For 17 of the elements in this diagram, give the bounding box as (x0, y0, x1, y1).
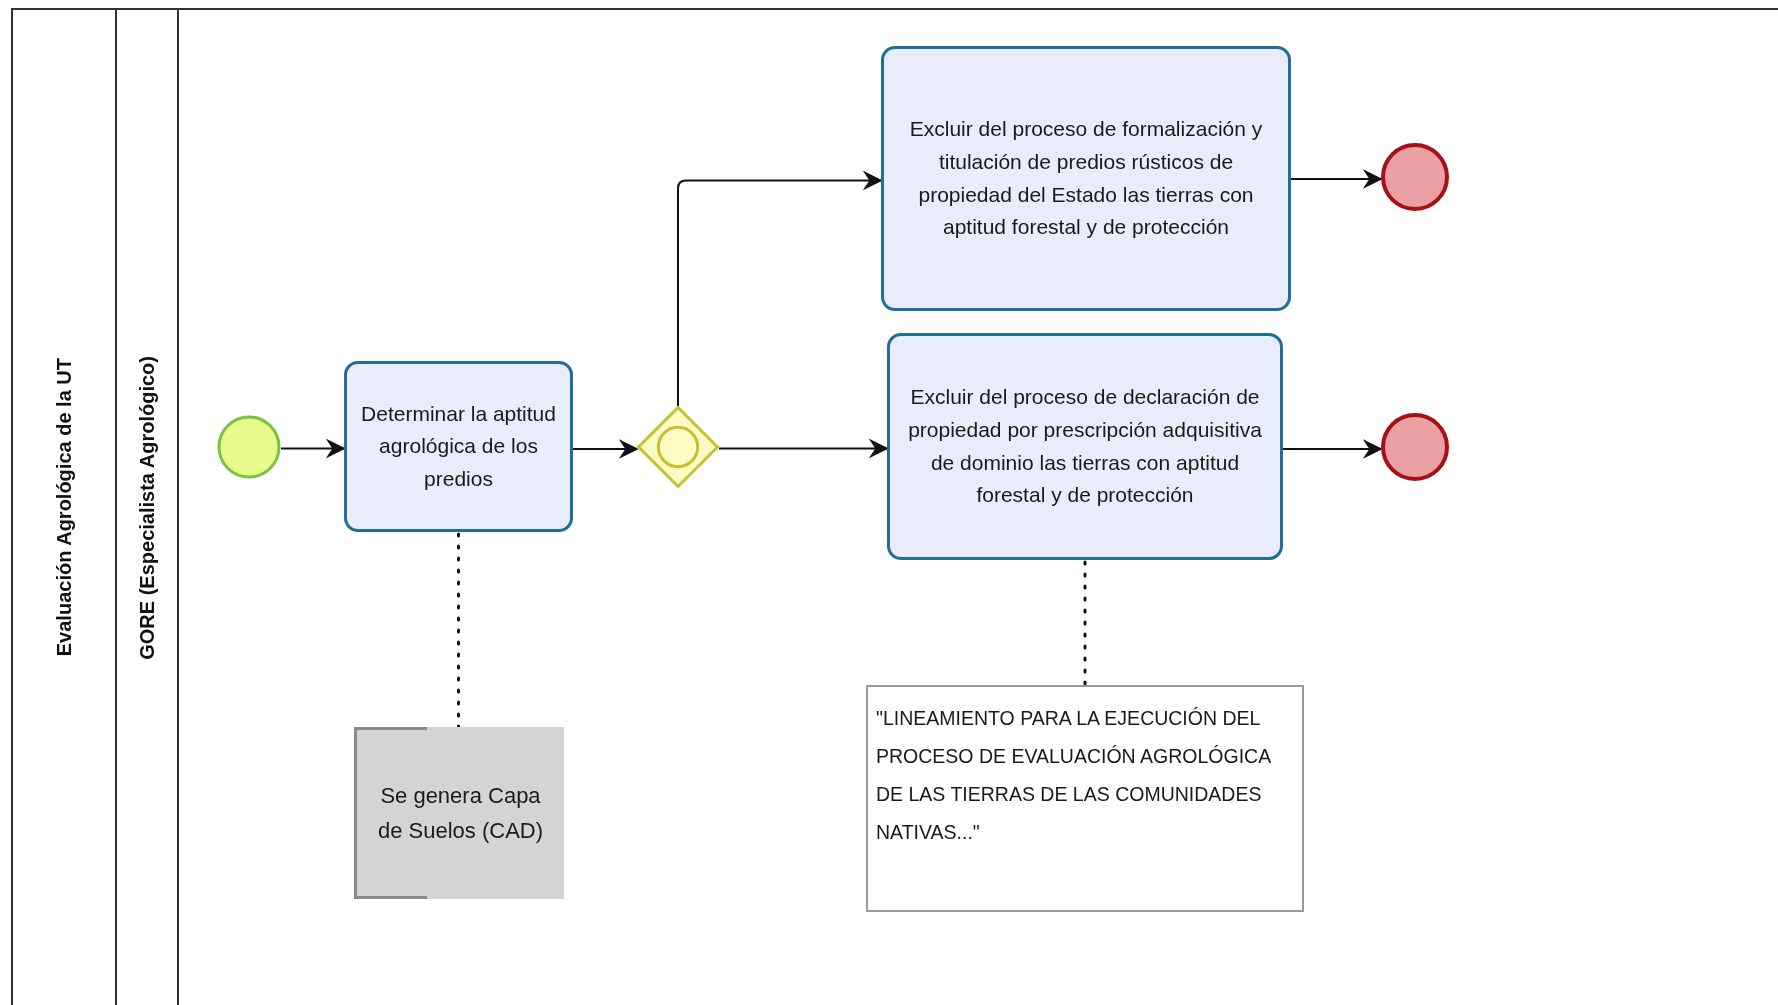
sequence-flow-arrow (1290, 169, 1383, 189)
task-box: Excluir del proceso de formalización y titulación de predios rústicos de propiedad del Estado las tierras con aptitud forestal y de protección (881, 46, 1291, 311)
task-box: Determinar la aptitud agrológica de los predios (344, 361, 573, 532)
sequence-flow-arrow (1282, 439, 1383, 459)
pool-label: Evaluación Agrológica de la UT (52, 358, 76, 657)
start-event-circle (217, 415, 281, 479)
sequence-flow-arrow (572, 439, 639, 459)
document-box: "LINEAMIENTO PARA LA EJECUCIÓN DEL PROCESO DE EVALUACIÓN AGROLÓGICA DE LAS TIERRAS DE LAS COMUNIDADES NATIVAS..." (866, 685, 1304, 912)
sequence-flow-arrow (718, 438, 889, 459)
sequence-flow-arrow (677, 170, 883, 409)
lane-label: GORE (Especialista Agrológico) (135, 355, 159, 660)
annotation-box: Se genera Capa de Suelos (CAD) (354, 727, 564, 899)
end-event-circle (1381, 413, 1449, 481)
end-event-circle (1381, 143, 1449, 211)
sequence-flow-arrow (280, 438, 346, 459)
inclusive-gateway-diamond (636, 405, 720, 489)
task-box: Excluir del proceso de declaración de propiedad por prescripción adquisitiva de dominio las tierras con aptitud forestal y de protección (887, 333, 1283, 560)
